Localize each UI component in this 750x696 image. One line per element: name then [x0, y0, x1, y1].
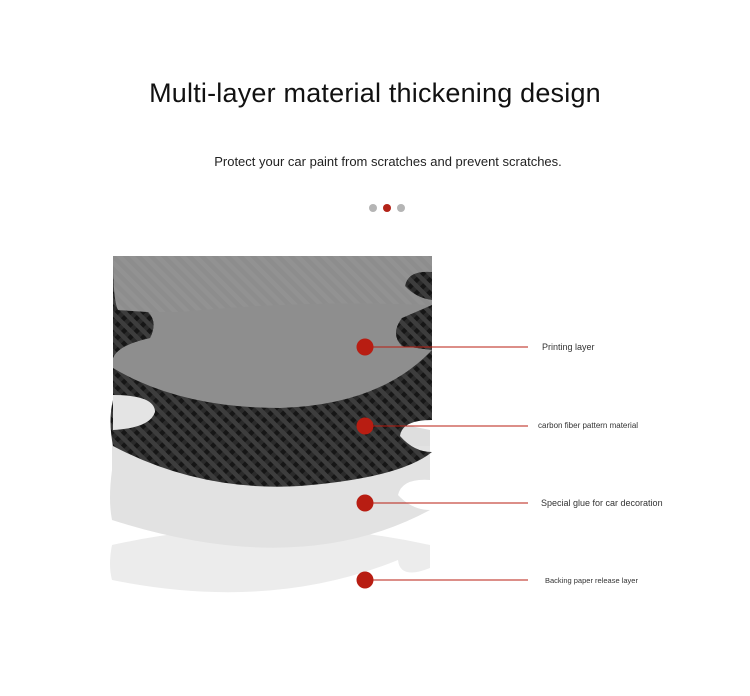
callout-glue-layer — [356, 494, 528, 512]
page-title: Multi-layer material thickening design — [149, 78, 601, 108]
callout-printing-layer — [356, 338, 528, 356]
callout-carbon-fiber — [356, 417, 528, 435]
printing-layer-top-light — [113, 256, 432, 312]
backing-paper-label: Backing paper release layer — [545, 576, 638, 585]
callout-backing-paper — [356, 571, 528, 589]
carbon-fiber-left-notch — [113, 395, 155, 430]
pagination-dots — [369, 204, 405, 212]
printing-layer-carbon-peek — [113, 312, 154, 358]
glue-layer-label: Special glue for car decoration — [541, 498, 663, 508]
backing-paper-layer-shape — [110, 527, 430, 593]
pagination-dot-2[interactable] — [383, 204, 391, 212]
pagination-dot-3[interactable] — [397, 204, 405, 212]
printing-layer-right-peek — [396, 305, 432, 350]
printing-layer-label: Printing layer — [542, 342, 595, 352]
page-subtitle: Protect your car paint from scratches an… — [214, 154, 562, 169]
pagination-dot-1[interactable] — [369, 204, 377, 212]
carbon-fiber-label: carbon fiber pattern material — [538, 421, 639, 430]
